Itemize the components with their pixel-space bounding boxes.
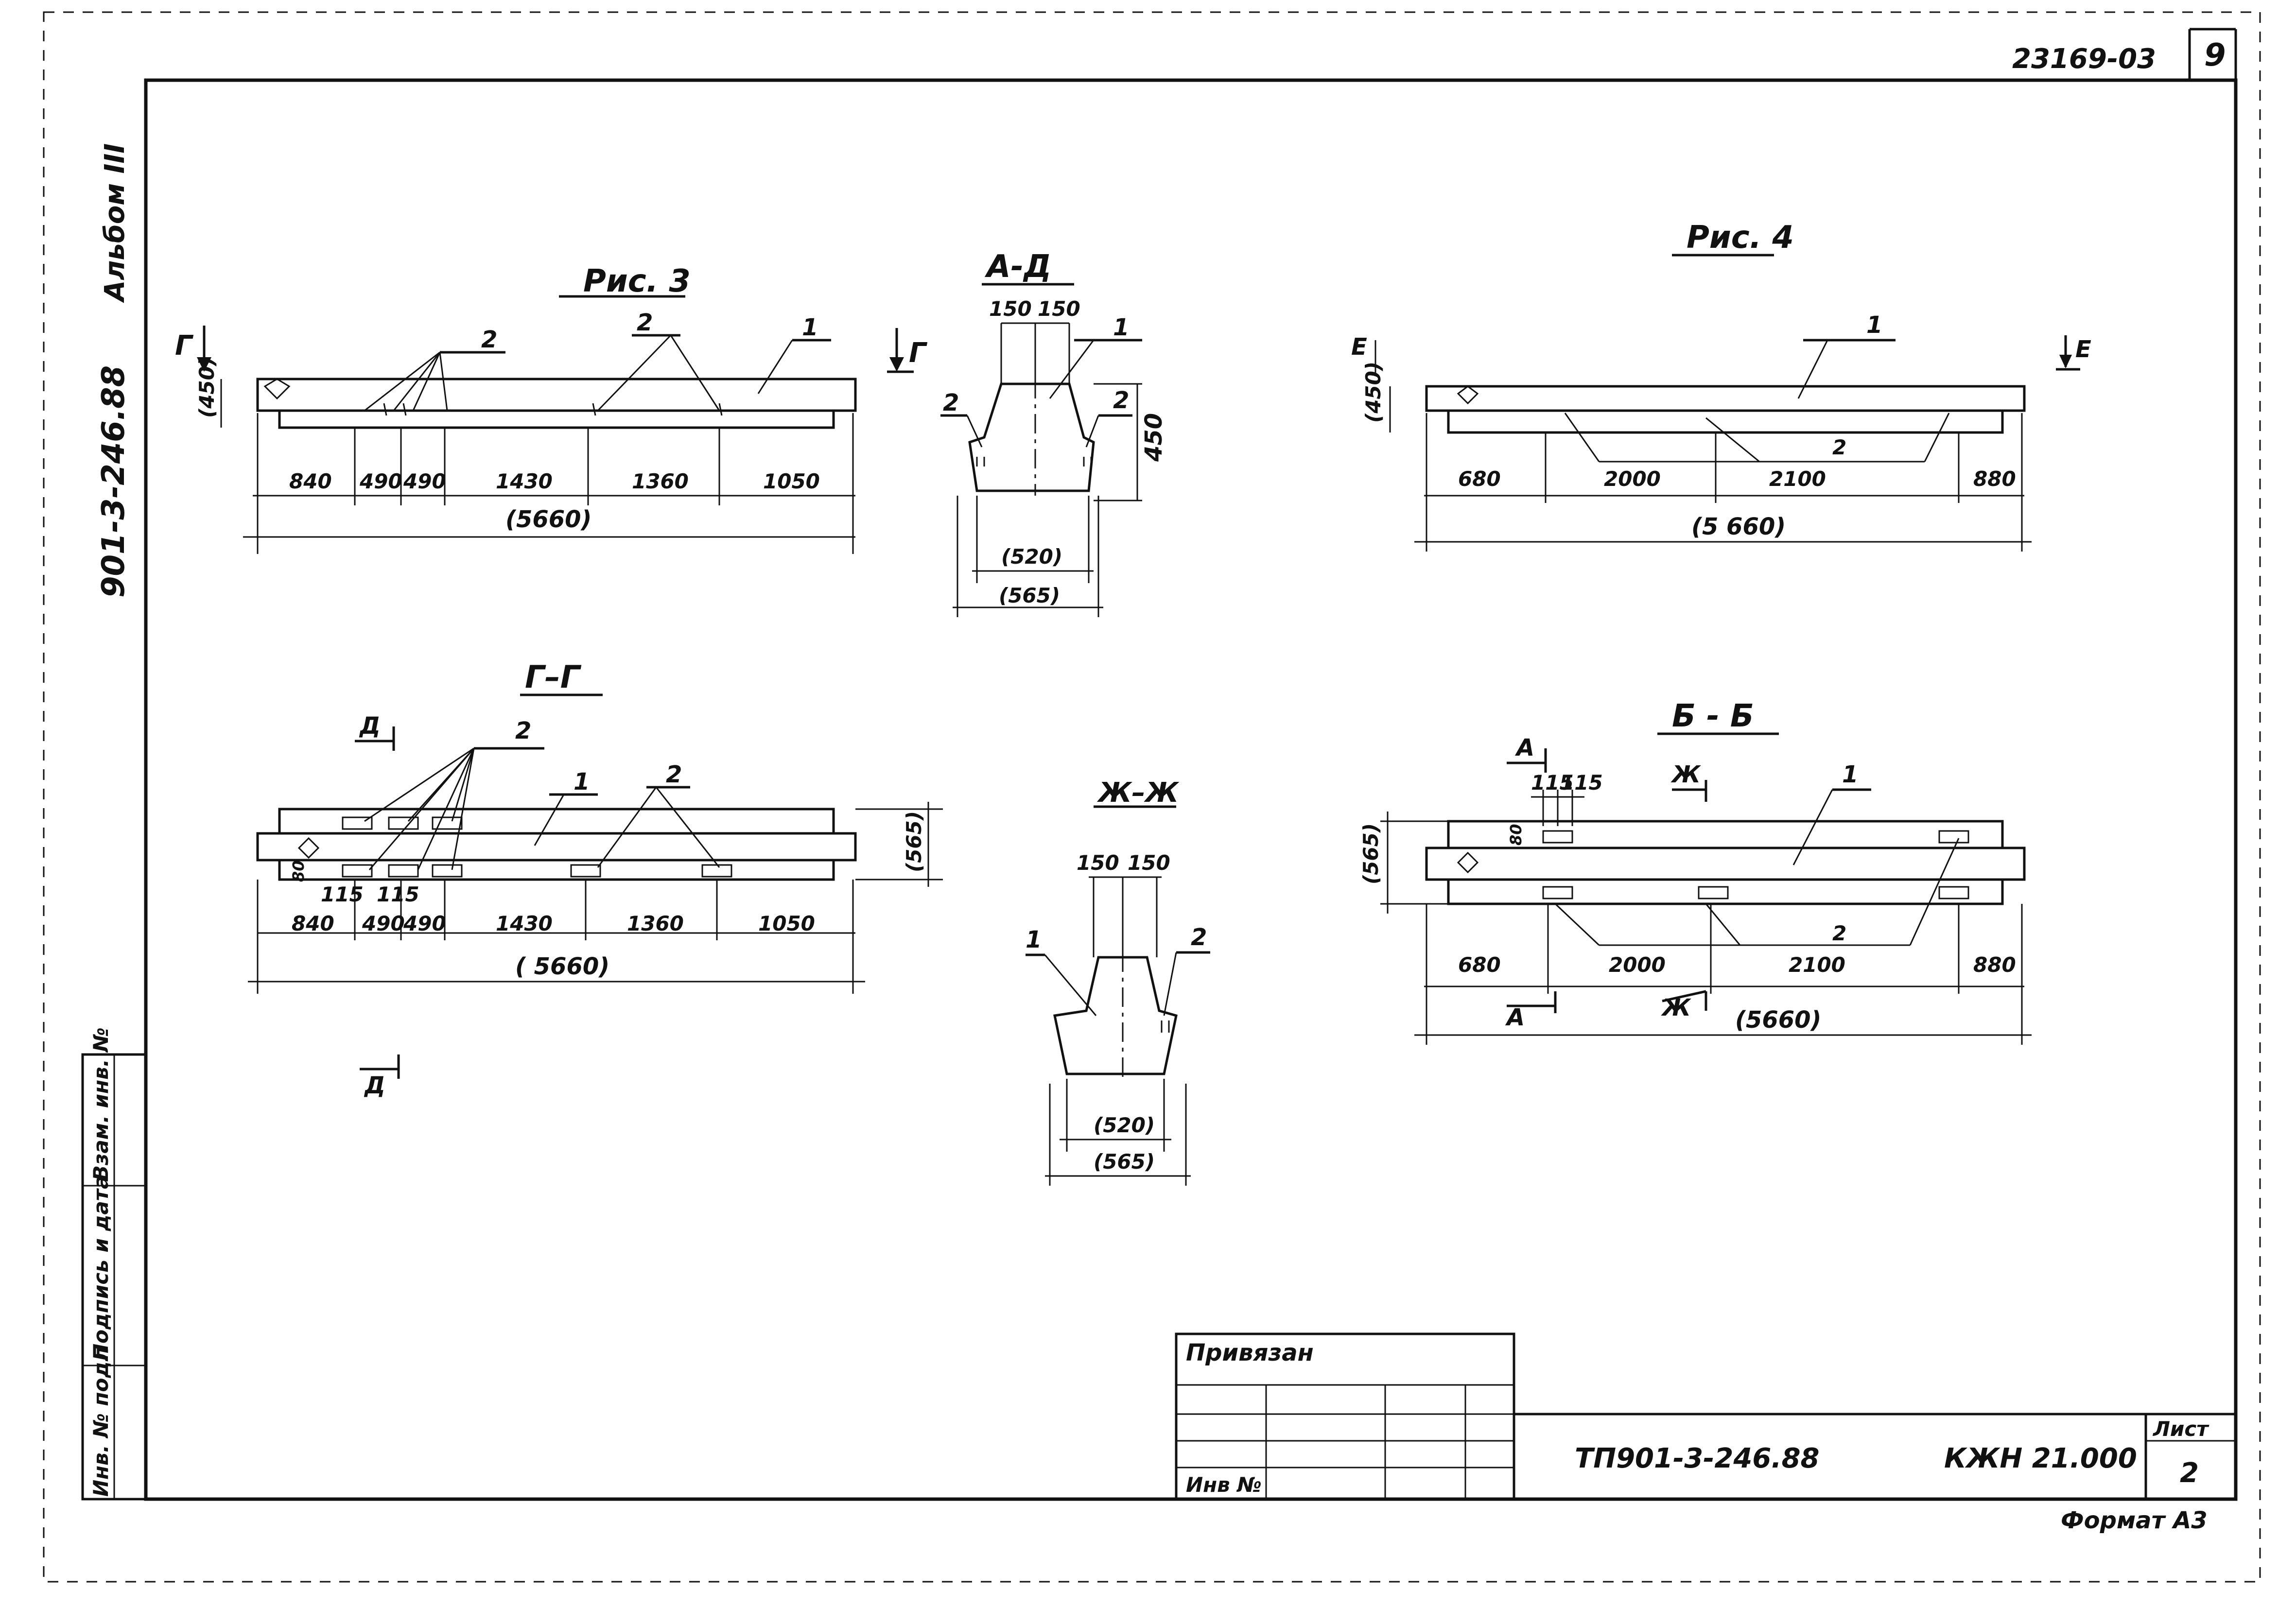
section-bb-dim-1: 680 xyxy=(1458,953,1501,977)
fig3-dim-5: 1360 xyxy=(632,469,689,493)
section-ad-callout-1: 1 xyxy=(1113,314,1129,341)
section-bb-cut-mark-a-bottom: А xyxy=(1505,1004,1525,1031)
section-gg-gap: 80 xyxy=(289,860,308,882)
section-gg-small-dim-1: 115 xyxy=(321,882,364,906)
fig4-dim-1: 680 xyxy=(1458,467,1501,491)
section-gg-callout-2a: 2 xyxy=(515,717,531,744)
section-gg-callout-2b: 2 xyxy=(666,761,682,788)
section-ad-dim-top-2: 150 xyxy=(1038,297,1080,321)
section-gg-dim-3: 490 xyxy=(403,912,446,935)
fig3-callout-2a: 2 xyxy=(481,326,497,353)
section-gg-small-dim-2: 115 xyxy=(377,882,419,906)
album-label: Альбом III xyxy=(99,143,131,303)
fig3-dim-4: 1430 xyxy=(496,469,553,493)
fig3-callout-1: 1 xyxy=(802,314,818,341)
section-bb-dim-3: 2100 xyxy=(1789,953,1845,977)
section-ad-outer-width: (565) xyxy=(999,584,1060,607)
side-stamp: Инв. № подл Подпись и дата Взам. инв. № xyxy=(81,1027,147,1501)
fig4-callout-1: 1 xyxy=(1866,311,1882,339)
section-ad-callout-2-left: 2 xyxy=(943,389,959,416)
section-gg-cut-mark-top: Д xyxy=(359,712,381,740)
section-bb-total: (5660) xyxy=(1735,1006,1821,1034)
fig4-callout-2: 2 xyxy=(1832,435,1846,459)
fig4-title: Рис. 4 xyxy=(1687,220,1794,256)
section-bb-gap: 80 xyxy=(1507,824,1525,846)
trim-border xyxy=(43,11,2261,1583)
section-gg-dim-6: 1050 xyxy=(758,912,815,935)
stamp-sheet-label: Лист xyxy=(2152,1417,2209,1441)
section-gg-height: (565) xyxy=(902,811,926,872)
stamp-inv-label: Инв № xyxy=(1186,1473,1262,1497)
fig4-dim-3: 2100 xyxy=(1769,467,1826,491)
section-zhzh: Ж–Ж 150 150 1 2 (520) (565) xyxy=(1026,777,1210,1186)
section-zhzh-dim-top-2: 150 xyxy=(1128,851,1170,875)
section-ad-inner-width: (520) xyxy=(1001,545,1062,569)
section-bb-small-dim-1: 115 xyxy=(1531,771,1574,795)
fig3-section-mark-left: Г xyxy=(175,330,194,362)
stamp-bound-label: Привязан xyxy=(1186,1339,1314,1366)
section-bb-cut-mark-a-top: А xyxy=(1514,734,1534,761)
section-ad-title: А-Д xyxy=(984,249,1051,285)
fig3-height: (450) xyxy=(195,357,219,418)
section-bb-small-dim-2: 115 xyxy=(1560,771,1603,795)
section-zhzh-callout-1: 1 xyxy=(1026,926,1042,953)
section-ad-callout-2-right: 2 xyxy=(1113,387,1129,414)
section-bb-title: Б - Б xyxy=(1672,698,1754,734)
section-ad-dim-top-1: 150 xyxy=(989,297,1032,321)
fig4-section-mark-left: Е xyxy=(1351,333,1367,361)
fig3-section-mark-right: Г xyxy=(909,337,928,369)
fig3-title: Рис. 3 xyxy=(583,263,691,299)
section-gg-callout-1: 1 xyxy=(574,768,590,795)
section-zhzh-inner-width: (520) xyxy=(1094,1113,1155,1137)
section-zhzh-dim-top-1: 150 xyxy=(1077,851,1119,875)
fig4-dim-4: 880 xyxy=(1973,467,2016,491)
fig3-callout-2b: 2 xyxy=(637,309,653,336)
section-gg-title: Г–Г xyxy=(525,659,582,695)
fig3-total: (5660) xyxy=(505,506,591,533)
project-code-vertical: 901-3-246.88 xyxy=(96,365,132,598)
section-bb-height: (565) xyxy=(1359,823,1383,884)
section-zhzh-title: Ж–Ж xyxy=(1096,777,1180,809)
frame-border xyxy=(144,78,2238,1501)
section-gg-dim-4: 1430 xyxy=(496,912,553,935)
side-stamp-label-1: Инв. № подл xyxy=(89,1347,113,1497)
fig3-dim-6: 1050 xyxy=(763,469,820,493)
fig3-dim-3: 490 xyxy=(403,469,446,493)
fig4-beam-elevation: Рис. 4 Е Е 1 2 (450) 680 2000 2100 880 (… xyxy=(1351,220,2091,552)
section-gg-total: ( 5660) xyxy=(515,953,609,980)
section-bb-callout-1: 1 xyxy=(1842,761,1858,788)
section-gg-plan: Г–Г Д Д 2 1 2 (565) xyxy=(248,659,943,1099)
section-ad-height: 450 xyxy=(1140,413,1167,462)
side-stamp-label-2: Подпись и дата xyxy=(89,1175,113,1361)
stamp-sheet-no: 2 xyxy=(2180,1457,2199,1489)
section-bb-callout-2: 2 xyxy=(1832,921,1846,945)
fig4-dim-2: 2000 xyxy=(1604,467,1661,491)
section-bb-dim-4: 880 xyxy=(1973,953,2016,977)
stamp-code: КЖН 21.000 xyxy=(1944,1443,2137,1474)
section-bb-dim-2: 2000 xyxy=(1609,953,1666,977)
fig4-height: (450) xyxy=(1361,362,1385,423)
section-gg-dim-1: 840 xyxy=(292,912,334,935)
section-gg-dim-5: 1360 xyxy=(627,912,684,935)
section-gg-cut-mark-bottom: Д xyxy=(364,1072,385,1099)
side-stamp-label-3: Взам. инв. № xyxy=(89,1027,113,1181)
fig3-dim-2: 490 xyxy=(359,469,402,493)
fig4-section-mark-right: Е xyxy=(2075,336,2091,363)
fig3-dim-1: 840 xyxy=(289,469,332,493)
section-ad: А-Д 150 150 1 2 2 450 (520) (565) xyxy=(940,249,1167,617)
fig3-beam-elevation: Рис. 3 Г Г 2 2 1 (450) xyxy=(175,263,928,554)
fig4-total: (5 660) xyxy=(1691,513,1786,540)
sheet-format: Формат А3 xyxy=(2061,1507,2208,1534)
section-gg-dim-2: 490 xyxy=(362,912,405,935)
section-bb-plan: Б - Б А А Ж Ж 1 2 115 115 80 xyxy=(1359,698,2032,1045)
section-zhzh-outer-width: (565) xyxy=(1094,1150,1155,1174)
doc-number-box: 23169-03 9 xyxy=(2012,28,2237,80)
section-bb-cut-mark-zh-top: Ж xyxy=(1670,761,1701,788)
section-zhzh-callout-2: 2 xyxy=(1191,924,1207,951)
page-number: 9 xyxy=(2204,37,2226,73)
title-block: Привязан Инв № ТП901-3-246.88 КЖН 21.000… xyxy=(1175,1332,2236,1534)
stamp-project: ТП901-3-246.88 xyxy=(1575,1443,1820,1474)
doc-number: 23169-03 xyxy=(2012,43,2156,75)
